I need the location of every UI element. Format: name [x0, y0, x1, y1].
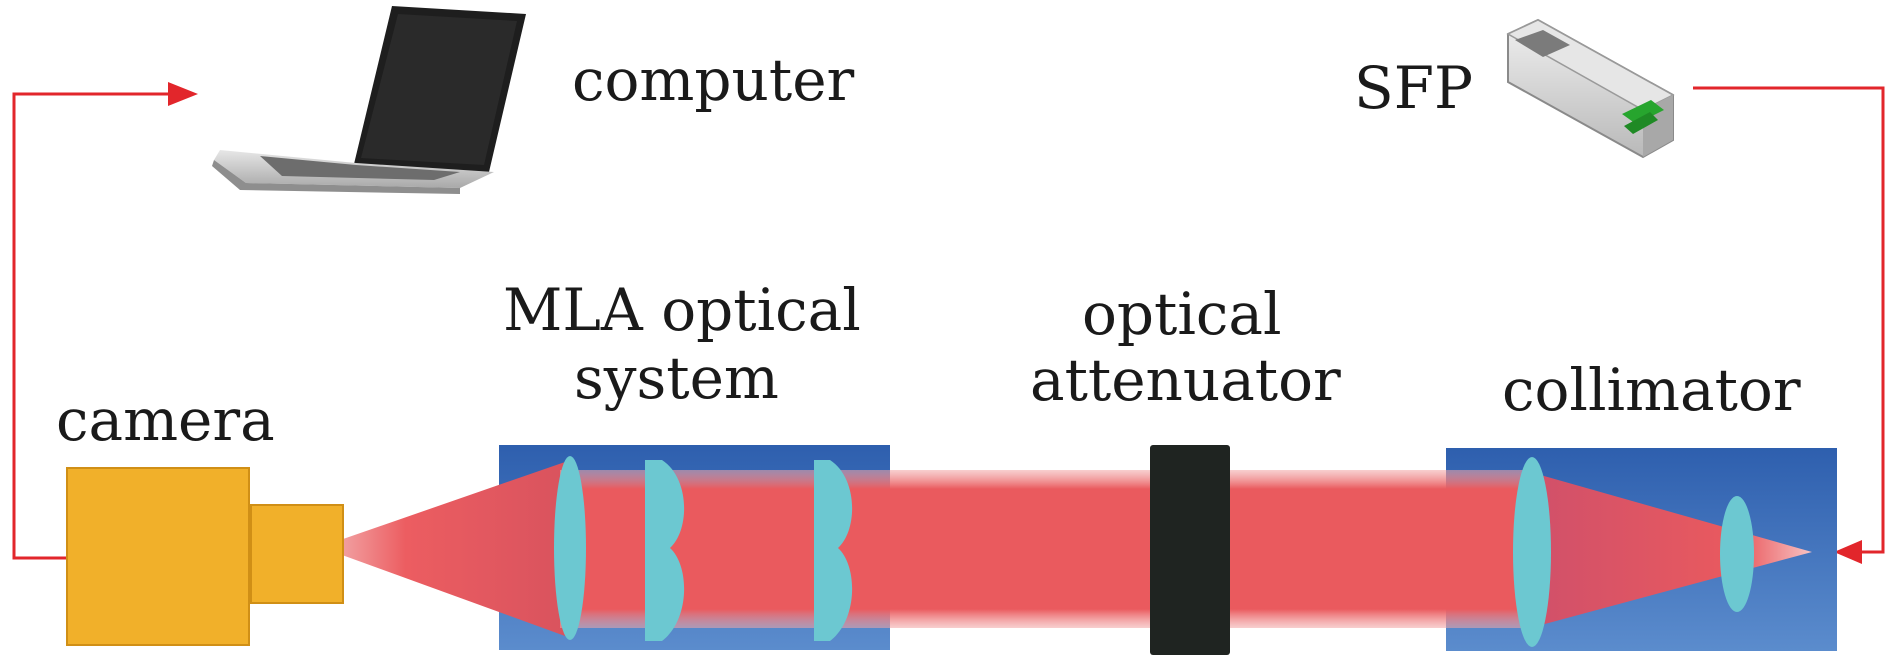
camera-lens-mount — [250, 504, 344, 604]
sfp-module-icon — [1506, 18, 1675, 159]
camera-body — [66, 467, 250, 646]
mla-lens-2 — [645, 460, 685, 641]
collimator-label: collimator — [1502, 356, 1801, 424]
computer-label: computer — [572, 46, 855, 114]
sfp-port — [1622, 100, 1664, 124]
collimator-lens-small — [1720, 496, 1754, 612]
sfp-label: SFP — [1354, 54, 1473, 122]
optical-attenuator — [1150, 445, 1230, 655]
mla-optical-system-label-line1: MLA optical — [503, 276, 861, 344]
camera-device — [66, 467, 344, 646]
laptop-icon — [212, 6, 526, 194]
mla-optical-system-label-line2: system — [574, 344, 779, 412]
camera-label: camera — [56, 386, 275, 454]
optical-attenuator-label-line1: optical — [1082, 280, 1282, 348]
mla-lens-1 — [554, 456, 586, 640]
signal-arrow-sfp-to-collimator — [1693, 86, 1885, 564]
mla-lens-3 — [814, 460, 853, 641]
collimator-lens-large — [1513, 457, 1551, 647]
mla-lens-group — [554, 456, 853, 641]
converging-beam-left — [320, 462, 565, 636]
arrowhead-right-icon — [168, 82, 198, 106]
feedback-arrow-camera-to-computer — [12, 82, 198, 560]
optical-attenuator-label-line2: attenuator — [1030, 346, 1341, 414]
diverging-beam-right — [1530, 472, 1812, 628]
arrowhead-left-icon — [1834, 540, 1862, 564]
collimated-beam — [560, 470, 1535, 628]
